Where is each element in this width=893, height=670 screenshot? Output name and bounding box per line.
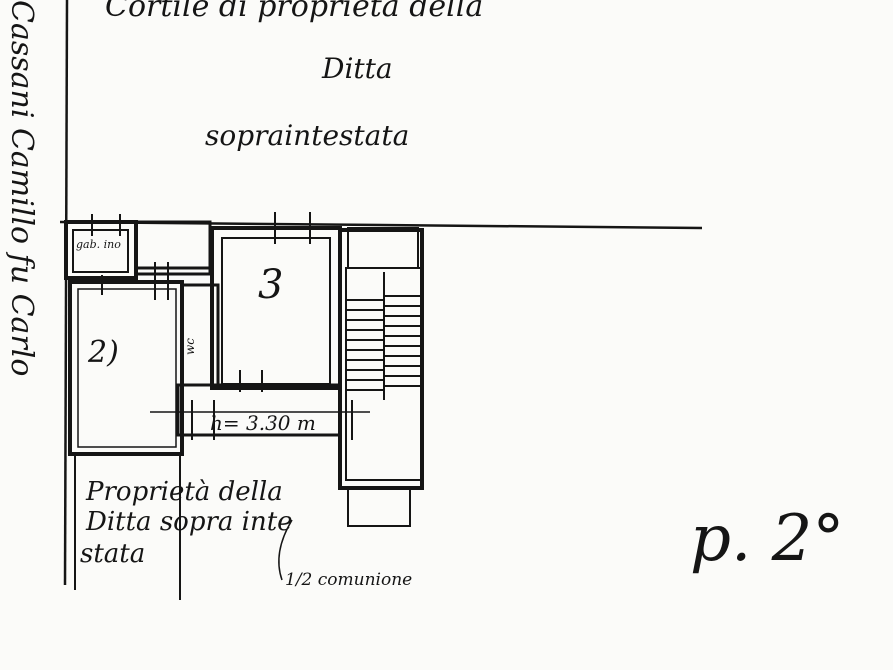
- floor-label: p. 2°: [690, 502, 844, 576]
- staircase: [346, 272, 420, 400]
- shared-wall-note: 1/2 comunione: [285, 570, 412, 590]
- shared-wall-stroke: [278, 519, 293, 581]
- courtyard-label-line1: Cortile di proprietà della: [105, 0, 483, 24]
- building-walls: [64, 220, 424, 600]
- courtyard-label-line2: Ditta: [321, 52, 393, 85]
- neighbor-bottom-label: Proprietà della Ditta sopra inte stata: [80, 477, 293, 569]
- neighbor-left-label: Cassani Camillo fu Carlo: [4, 0, 39, 376]
- ceiling-height-label: h= 3.30 m: [210, 411, 316, 435]
- closet-a-label: gab. ino: [76, 238, 121, 251]
- neighbor-bottom-line1: Proprietà della: [85, 477, 283, 507]
- neighbor-bottom-line2: Ditta sopra inte: [85, 507, 293, 537]
- room-2-label: 2): [87, 335, 119, 370]
- room-3-label: 3: [258, 262, 283, 308]
- door-marks: [91, 212, 353, 440]
- courtyard-label-line3: sopraintestata: [205, 119, 409, 152]
- left-boundary-line: [63, 0, 69, 586]
- courtyard-label: Cortile di proprietà della Ditta soprain…: [105, 0, 483, 152]
- neighbor-bottom-line3: stata: [80, 539, 145, 569]
- closet-b-label: wc: [183, 338, 197, 355]
